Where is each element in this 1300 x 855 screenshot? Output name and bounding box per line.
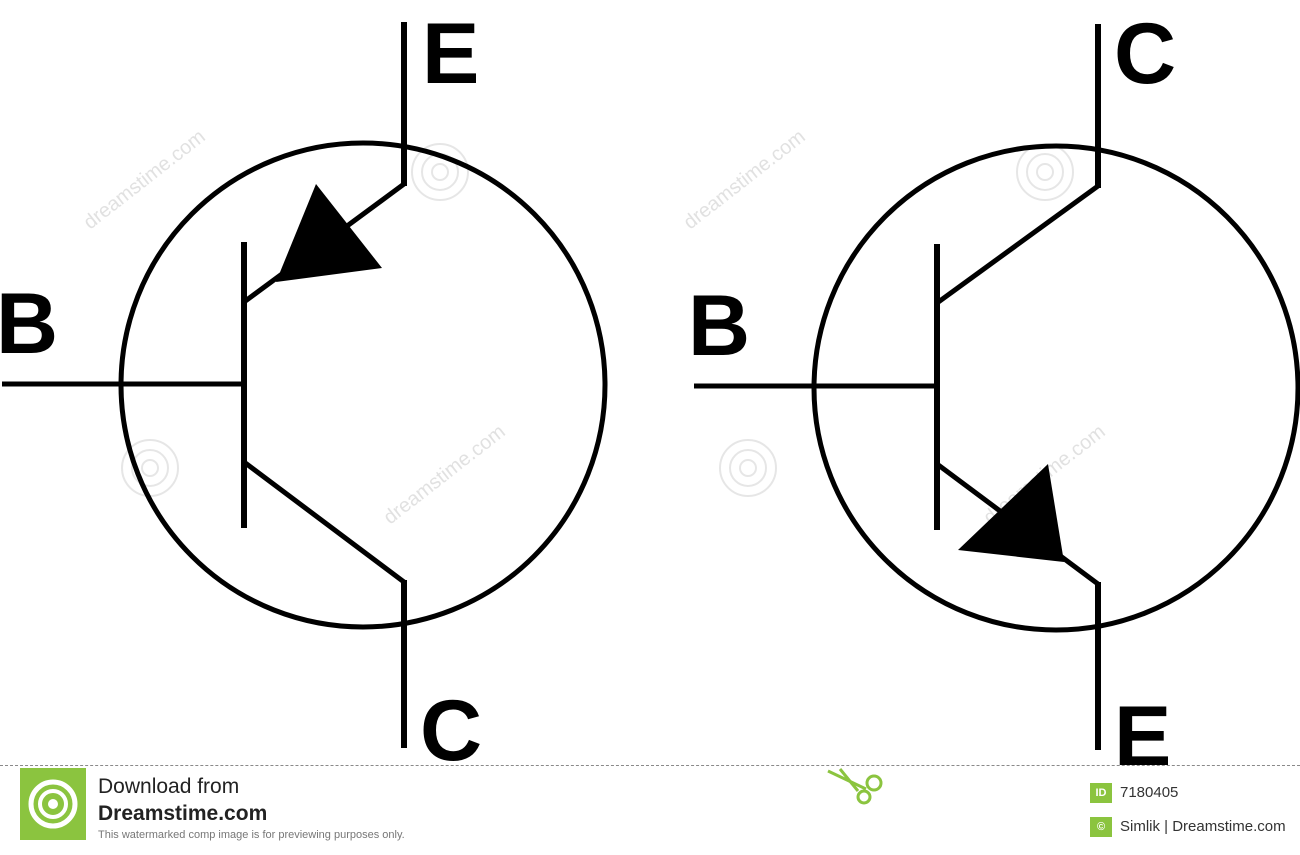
id-badge: ID <box>1090 783 1112 803</box>
pnp-transistor-symbol: E B C <box>0 6 608 765</box>
npn-collector-label: C <box>1114 6 1176 102</box>
watermark-text: dreamstime.com <box>680 126 810 234</box>
watermark-spiral-icon <box>121 143 1074 497</box>
transistor-symbols-diagram: dreamstime.com dreamstime.com dreamstime… <box>0 6 1300 765</box>
npn-collector-lead <box>935 183 1100 306</box>
download-from-text: Download from <box>98 775 240 798</box>
pnp-collector-label: C <box>420 683 482 765</box>
watermark-text: dreamstime.com <box>380 421 510 529</box>
watermark-layer: dreamstime.com dreamstime.com dreamstime… <box>80 126 1110 529</box>
copyright-icon: © <box>1090 817 1112 837</box>
npn-base-label: B <box>688 278 750 374</box>
scissors-icon <box>827 768 883 805</box>
npn-emitter-label: E <box>1114 689 1171 765</box>
pnp-collector-lead <box>242 460 406 584</box>
npn-transistor-symbol: C B E <box>688 6 1300 765</box>
dreamstime-logo-icon <box>20 768 86 840</box>
image-id-text: 7180405 <box>1120 784 1179 801</box>
site-name-text: Dreamstime.com <box>98 802 268 825</box>
pnp-emitter-arrow <box>276 184 382 282</box>
watermark-footer: Download from Dreamstime.com This waterm… <box>0 765 1300 855</box>
pnp-emitter-label: E <box>422 6 479 102</box>
cut-line-divider <box>0 765 1300 766</box>
npn-emitter-arrow <box>958 464 1064 562</box>
author-credit-text: Simlik | Dreamstime.com <box>1120 818 1286 835</box>
pnp-base-label: B <box>0 276 58 372</box>
preview-notice-text: This watermarked comp image is for previ… <box>98 829 405 841</box>
